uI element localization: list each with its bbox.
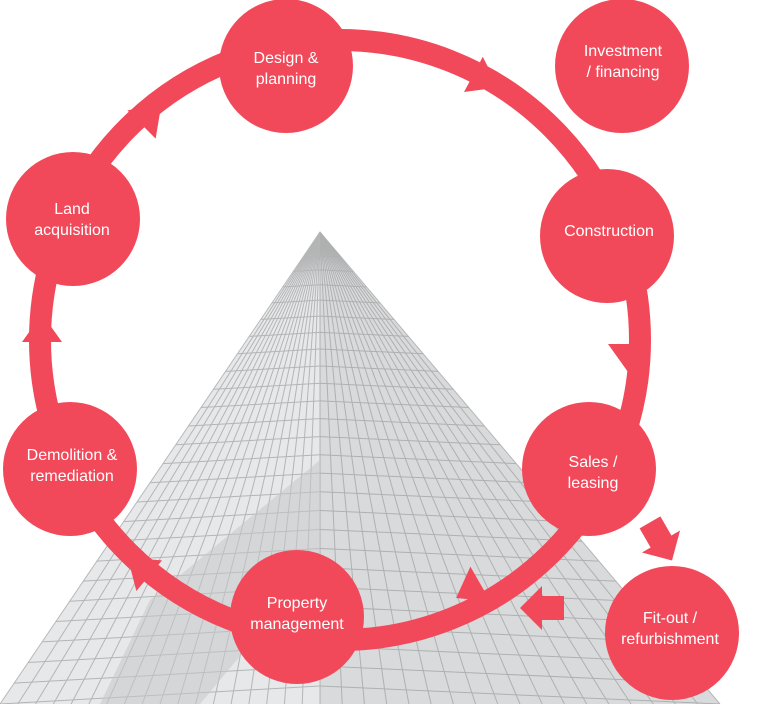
node-label-line: Construction (564, 223, 654, 240)
building-grid-line (319, 365, 439, 372)
node-label-line: remediation (30, 468, 114, 485)
arrow-icon (464, 56, 499, 93)
building-grid-line (319, 299, 381, 304)
fitout-arrows (520, 516, 681, 630)
building-grid-line (188, 418, 321, 427)
node-label-line: Design & (254, 50, 319, 67)
building-grid-line (162, 454, 321, 465)
node-circle (605, 566, 739, 700)
building-grid-line (200, 400, 321, 409)
node-label-line: Sales / (569, 454, 618, 471)
node-label-line: management (250, 616, 344, 633)
node-investment-financing: Investment / financing (555, 0, 689, 133)
node-demolition-remediation: Demolition & remediation (3, 402, 137, 536)
node-circle (522, 402, 656, 536)
building-grid-line (319, 472, 533, 484)
building-grid-line (260, 315, 321, 320)
node-label-line: Land (54, 201, 90, 218)
node-circle (3, 402, 137, 536)
building-grid-line (319, 255, 341, 258)
building-lower-dark-band (100, 460, 320, 704)
node-label-line: Fit-out / (643, 610, 698, 627)
building-grid-line (319, 231, 632, 704)
building-grid-line (225, 365, 321, 372)
arrow-icon (127, 104, 162, 139)
node-label-line: Demolition & (27, 447, 118, 464)
building-grid-line (249, 331, 321, 337)
building-grid-line (319, 685, 721, 704)
node-property-management: Property management (230, 550, 364, 684)
building-grid-line (35, 231, 321, 704)
building-grid-line (213, 382, 321, 390)
building-grid-line (319, 331, 409, 337)
building-grid-line (319, 418, 485, 427)
node-label-line: acquisition (34, 222, 110, 239)
arrow-icon (608, 344, 648, 372)
building-grid-line (319, 231, 565, 704)
building-grid-line (319, 269, 354, 272)
arrow-icon (22, 314, 62, 342)
building-grid-line (319, 400, 469, 409)
building-grid-line (319, 315, 395, 320)
node-circle (555, 0, 689, 133)
building-grid-line (319, 231, 543, 704)
node-label-line: planning (256, 71, 317, 88)
building-grid-line (293, 269, 321, 272)
building-grid-line (282, 284, 321, 288)
node-label-line: leasing (568, 475, 619, 492)
node-label-line: Investment (584, 43, 663, 60)
node-construction: Construction (540, 169, 674, 303)
building-grid-line (319, 231, 654, 704)
arrow-to-fitout-icon (639, 516, 681, 561)
node-circle (230, 550, 364, 684)
building-grid-line (319, 231, 499, 704)
node-circle (219, 0, 353, 133)
ring-arrows (22, 56, 648, 602)
building-grid-line (319, 231, 521, 704)
building-grid-line (319, 231, 610, 704)
arrow-icon (127, 557, 163, 592)
building-grid-line (70, 231, 321, 704)
node-land-acquisition: Land acquisition (6, 152, 140, 286)
building-grid-line (175, 436, 321, 446)
building-grid-line (319, 454, 517, 465)
building-grid-line (319, 348, 424, 355)
node-circle (6, 152, 140, 286)
building-grid-line (237, 348, 321, 355)
building-grid-line (303, 255, 321, 258)
building-grid-line (319, 510, 566, 523)
building-grid-line (149, 472, 321, 484)
building-grid-line (271, 299, 321, 304)
arrow-from-fitout-icon (520, 586, 564, 630)
building-grid-line (52, 231, 321, 704)
node-circle (540, 169, 674, 303)
building-grid-line (319, 231, 588, 704)
node-label-line: Property (267, 595, 327, 612)
arrow-icon (456, 566, 491, 602)
building-grid-line (319, 436, 501, 446)
building-grid-line (319, 528, 583, 542)
node-label-line: refurbishment (621, 631, 719, 648)
building-grid-line (319, 284, 367, 288)
building-grid-line (319, 231, 388, 704)
building-grid-line (319, 382, 454, 390)
node-design-planning: Design & planning (219, 0, 353, 133)
building-grid-line (17, 231, 321, 704)
building-grid-line (0, 231, 321, 704)
node-sales-leasing: Sales / leasing (522, 402, 656, 536)
building-grid-line (319, 491, 549, 503)
node-fitout-refurbishment: Fit-out / refurbishment (605, 566, 739, 700)
node-label-line: / financing (587, 64, 660, 81)
building-grid-line (88, 231, 321, 704)
